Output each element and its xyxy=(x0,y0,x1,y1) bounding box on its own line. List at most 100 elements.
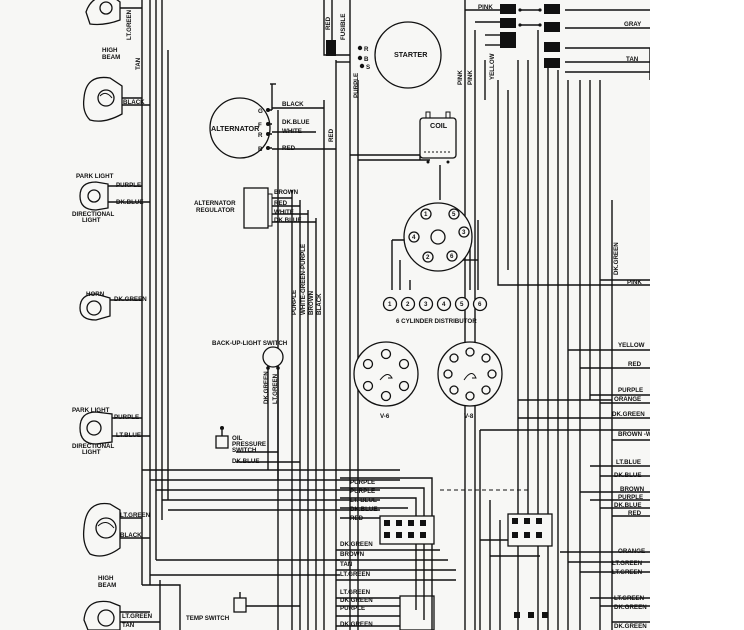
alternator xyxy=(209,97,272,159)
wire-label: DK.BLUE xyxy=(614,472,642,479)
distributor-terminals: 1 2 3 4 5 6 xyxy=(382,296,488,312)
wire-label: PURPLE xyxy=(114,414,139,421)
wire-label: DK.GREEN xyxy=(340,597,373,604)
fusible-link xyxy=(326,40,336,56)
directional-label-bottom-2: LIGHT xyxy=(82,449,101,456)
wire-label: BROWN xyxy=(308,290,315,315)
wire-label: BROWN xyxy=(274,189,299,196)
alt-terminal-f: F xyxy=(258,122,262,129)
v6-label: V-6 xyxy=(380,413,390,420)
dist-num-6: 6 xyxy=(478,301,482,308)
svg-text:4: 4 xyxy=(412,234,416,241)
wire-label: RED xyxy=(282,145,296,152)
alt-terminal-r: R xyxy=(258,132,263,139)
distributor-cap-v8 xyxy=(437,341,503,407)
headlight-bottom xyxy=(82,502,121,557)
high-beam-label-top-1: HIGH xyxy=(102,47,118,54)
wire-label: ORANGE xyxy=(618,548,645,555)
wire-label: BROWN xyxy=(620,486,645,493)
v8-label: V-8 xyxy=(464,413,474,420)
horn-label: HORN xyxy=(86,291,105,298)
wire-label: PURPLE xyxy=(618,494,643,501)
starter-terminal-r: R xyxy=(364,46,369,53)
svg-text:1: 1 xyxy=(424,211,428,218)
wire-label: RED xyxy=(274,200,288,207)
wire-color-labels: LT.GREEN TAN BLACK PURPLE DK.BLUE DK.GRE… xyxy=(114,4,666,630)
wire-label: DK.GREEN xyxy=(612,411,645,418)
component-labels: STARTER COIL ALTERNATOR G F R B R B S FU… xyxy=(72,14,477,622)
wire-label: DK.GREEN xyxy=(614,604,647,611)
wire-label: WHITE-GREEN-PURPLE xyxy=(300,244,307,315)
park-light-top xyxy=(79,181,109,211)
wire-label: PURPLE xyxy=(350,479,375,486)
wire-label: DK.BLUE xyxy=(282,119,310,126)
dist-num-1: 1 xyxy=(388,301,392,308)
headlight-high-beam-top xyxy=(82,76,123,122)
wire-label: DK.GREEN xyxy=(263,371,270,404)
wire-label: DK.GREEN xyxy=(614,623,647,630)
starter-terminal-b: B xyxy=(364,56,369,63)
wire-label: BROWN -WHITE xyxy=(618,431,666,438)
wire-label: LT.GREEN xyxy=(122,613,153,620)
wire-label: LT.BLUE xyxy=(616,459,641,466)
svg-text:3: 3 xyxy=(462,229,466,236)
regulator-label-2: REGULATOR xyxy=(196,207,235,214)
starter xyxy=(357,21,442,89)
wire-label: DK.GREEN xyxy=(613,242,620,275)
connector-block-top-right xyxy=(500,4,560,68)
dist-num-5: 5 xyxy=(460,301,464,308)
wire-label: WHITE xyxy=(282,128,302,135)
directional-label-top-1: DIRECTIONAL xyxy=(72,211,114,218)
wire-label: DK.BLUE xyxy=(116,199,144,206)
regulator-label-1: ALTERNATOR xyxy=(194,200,236,207)
alt-terminal-b: B xyxy=(258,146,263,153)
wire-label: DK.GREEN xyxy=(340,621,373,628)
wire-label: DK.BLUE xyxy=(232,458,260,465)
oil-label-1: OIL xyxy=(232,435,243,442)
headlight-top xyxy=(85,0,121,26)
fusible-label: FUSIBLE xyxy=(340,14,347,40)
harness-wires xyxy=(108,0,651,630)
wire-label: PINK xyxy=(467,70,474,85)
wire-label: PURPLE xyxy=(291,290,298,315)
wire-label: PINK xyxy=(627,279,642,286)
wire-label: GRAY xyxy=(624,21,642,28)
wire-label: LT.GREEN xyxy=(340,571,371,578)
svg-text:6: 6 xyxy=(450,253,454,260)
wire-label: RED xyxy=(628,510,642,517)
distributor-cap-6cyl: 1 5 4 3 2 6 xyxy=(403,202,473,272)
park-light-label-top: PARK LIGHT xyxy=(76,173,114,180)
alternator-label: ALTERNATOR xyxy=(211,124,260,133)
wire-label: RED xyxy=(328,128,335,142)
starter-terminal-s: S xyxy=(366,64,370,71)
wire-label: LT.GREEN xyxy=(120,512,151,519)
alt-terminal-g: G xyxy=(258,108,263,115)
connector-block-bottom xyxy=(399,595,548,630)
wire-label: DK.GREEN xyxy=(114,296,147,303)
high-beam-label-top-2: BEAM xyxy=(102,54,120,61)
wire-label: DK.BLUE xyxy=(614,502,642,509)
wire-label: PURPLE xyxy=(116,182,141,189)
wire-label: PURPLE xyxy=(618,387,643,394)
connector-block-right xyxy=(507,513,553,547)
horn xyxy=(79,293,111,321)
wire-label: BLACK xyxy=(123,99,145,106)
wire-label: ORANGE xyxy=(614,396,641,403)
wire-label: BLACK xyxy=(120,532,142,539)
wire-label: RED xyxy=(628,361,642,368)
directional-label-bottom-1: DIRECTIONAL xyxy=(72,443,114,450)
wire-label: RED xyxy=(350,515,364,522)
directional-label-top-2: LIGHT xyxy=(82,217,101,224)
wire-label: PINK xyxy=(457,70,464,85)
wire-label: TAN xyxy=(626,56,639,63)
headlight-high-beam-bottom xyxy=(83,600,121,630)
svg-text:5: 5 xyxy=(452,211,456,218)
page-margin xyxy=(650,0,744,630)
temp-switch xyxy=(233,592,247,613)
wire-label: TAN xyxy=(122,622,135,629)
wire-label: LT.GREEN xyxy=(612,560,643,567)
oil-label-2: PRESSURE xyxy=(232,441,266,448)
wire-label: DK.BLUE xyxy=(274,217,302,224)
wire-label: LT.BLUE xyxy=(116,432,141,439)
